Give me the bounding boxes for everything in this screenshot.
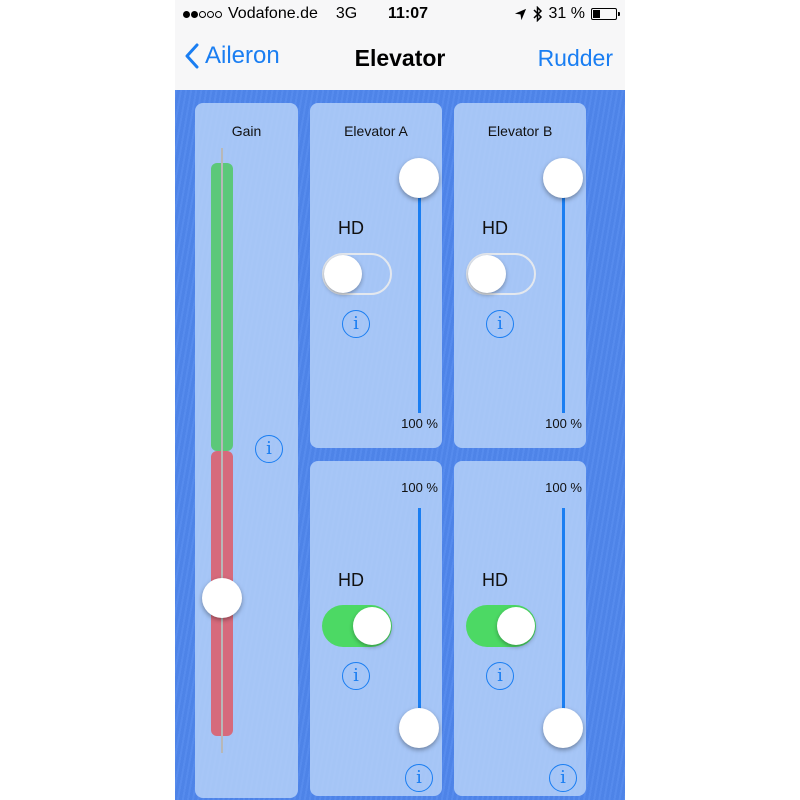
elevator-a-lower-panel: 100 % HD i i [310, 461, 442, 796]
content-area: Gain i Elevator A HD i 100 % Elevator B … [175, 90, 625, 800]
back-button-aileron[interactable]: Aileron [185, 42, 280, 70]
elevator-a-hd-toggle[interactable] [322, 253, 392, 295]
gain-slider-thumb[interactable] [202, 578, 242, 618]
chevron-left-icon [185, 43, 199, 69]
elevator-a-hd-label: HD [338, 218, 364, 238]
elevator-a-lower-info-icon[interactable]: i [342, 662, 370, 690]
elevator-b-value: 100 % [545, 416, 582, 431]
elevator-b-title: Elevator B [487, 123, 553, 139]
rudder-button[interactable]: Rudder [537, 45, 613, 71]
elevator-a-value: 100 % [401, 416, 438, 431]
gain-panel: Gain i [195, 103, 298, 798]
elevator-a-lower-slider-track[interactable] [418, 508, 421, 738]
elevator-b-lower-slider-track[interactable] [562, 508, 565, 738]
navigation-bar: Aileron Elevator Rudder [175, 30, 625, 90]
elevator-b-panel: Elevator B HD i 100 % [454, 103, 586, 448]
phone-screen: Vodafone.de 3G 11:07 31 % Aileron Elevat… [175, 0, 625, 800]
elevator-a-info-icon[interactable]: i [342, 310, 370, 338]
elevator-b-slider-track[interactable] [562, 183, 565, 413]
network-type: 3G [335, 5, 358, 22]
elevator-a-lower-bottom-info-icon[interactable]: i [405, 764, 433, 792]
elevator-a-lower-slider-thumb[interactable] [399, 708, 439, 748]
gain-info-icon[interactable]: i [255, 435, 283, 463]
elevator-b-hd-label: HD [482, 218, 508, 238]
elevator-a-slider-thumb[interactable] [399, 158, 439, 198]
elevator-b-lower-slider-thumb[interactable] [543, 708, 583, 748]
elevator-b-lower-bottom-info-icon[interactable]: i [549, 764, 577, 792]
back-button-label: Aileron [205, 42, 280, 69]
location-arrow-icon [514, 8, 526, 20]
elevator-b-lower-panel: 100 % HD i i [454, 461, 586, 796]
elevator-b-lower-hd-toggle[interactable] [466, 605, 536, 647]
elevator-b-hd-toggle[interactable] [466, 253, 536, 295]
gain-slider-track[interactable] [221, 148, 223, 753]
bluetooth-icon [533, 6, 542, 22]
elevator-a-lower-hd-label: HD [338, 570, 364, 590]
elevator-b-lower-value: 100 % [545, 480, 582, 495]
battery-icon [591, 8, 620, 20]
gain-title: Gain [231, 123, 262, 139]
signal-strength-icon [183, 10, 222, 18]
status-bar: Vodafone.de 3G 11:07 31 % [175, 0, 625, 30]
elevator-b-lower-info-icon[interactable]: i [486, 662, 514, 690]
carrier-name: Vodafone.de [228, 5, 318, 22]
status-time: 11:07 [388, 5, 429, 22]
elevator-a-lower-hd-toggle[interactable] [322, 605, 392, 647]
elevator-a-title: Elevator A [344, 123, 408, 139]
elevator-a-panel: Elevator A HD i 100 % [310, 103, 442, 448]
elevator-a-slider-track[interactable] [418, 183, 421, 413]
elevator-b-slider-thumb[interactable] [543, 158, 583, 198]
elevator-b-lower-hd-label: HD [482, 570, 508, 590]
battery-percent: 31 % [548, 5, 585, 22]
elevator-a-lower-value: 100 % [401, 480, 438, 495]
elevator-b-info-icon[interactable]: i [486, 310, 514, 338]
